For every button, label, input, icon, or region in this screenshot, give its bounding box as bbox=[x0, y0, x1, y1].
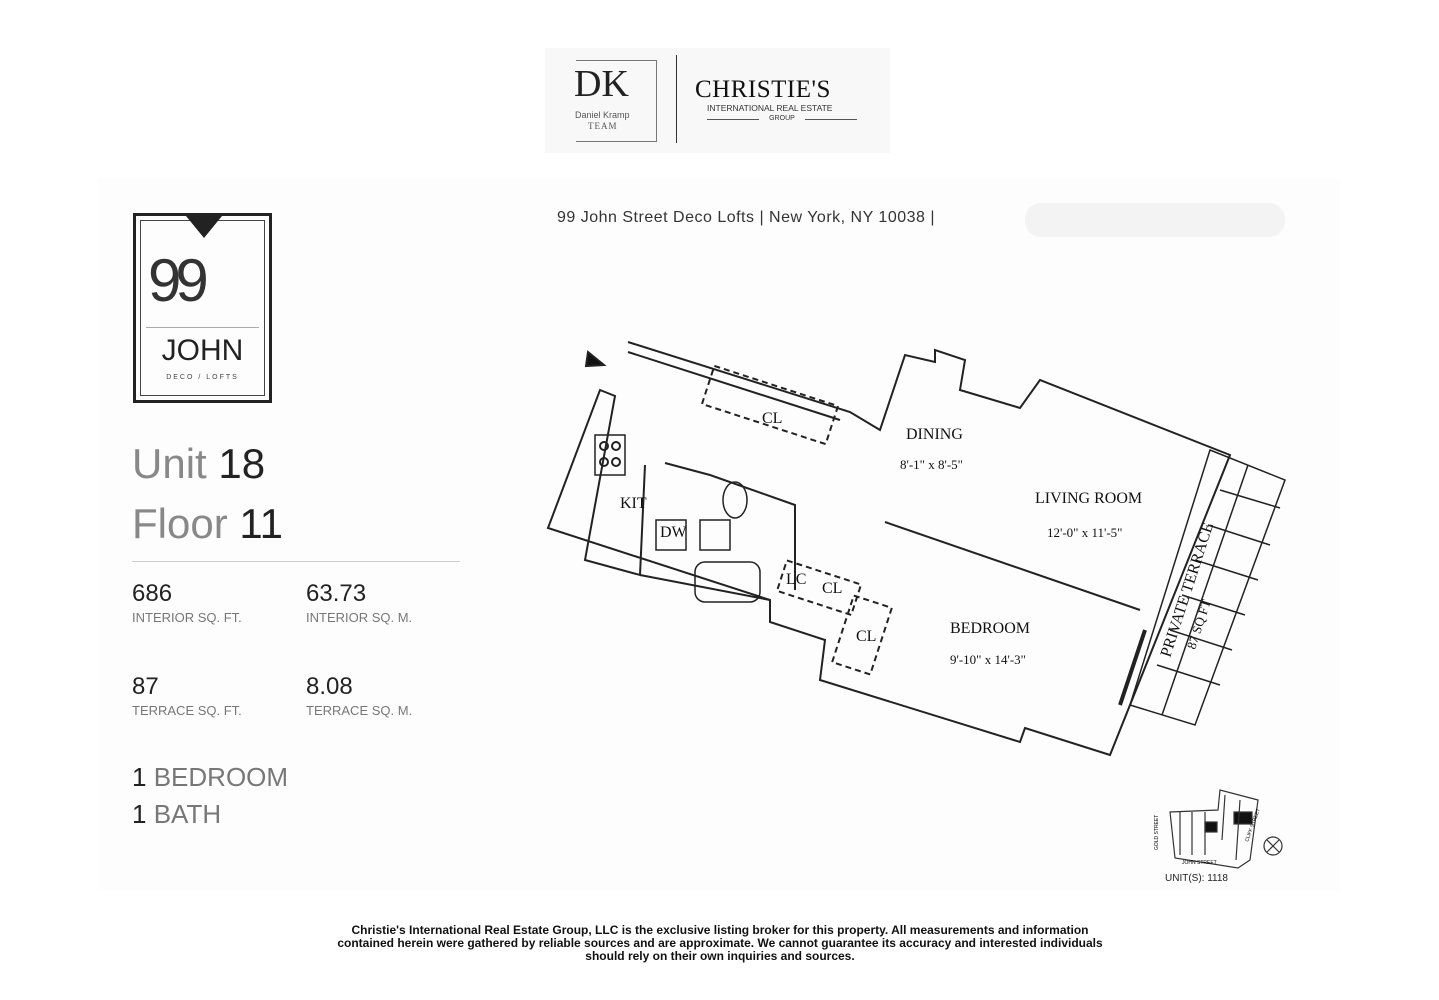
closet-cl-bedroom bbox=[830, 594, 894, 676]
building-logo-name: JOHN bbox=[161, 334, 244, 367]
bath-count: 1 BATH bbox=[132, 799, 222, 829]
terrace-tiles bbox=[1129, 449, 1286, 726]
label-bedroom-dim: 9'-10" x 14'-3" bbox=[950, 652, 1026, 667]
bedroom-count: 1 BEDROOM bbox=[132, 762, 289, 792]
interior-wall-dining bbox=[884, 521, 1141, 611]
label-cl: CL bbox=[762, 410, 782, 427]
header-logos bbox=[545, 48, 890, 153]
logo-divider bbox=[676, 55, 677, 143]
address: 99 John Street Deco Lofts | New York, NY… bbox=[557, 209, 936, 226]
label-dw: DW bbox=[660, 524, 688, 541]
kitchen-wall bbox=[639, 574, 771, 601]
label-kit: KIT bbox=[620, 495, 647, 512]
redacted-area bbox=[1025, 203, 1285, 237]
christies-logo-group: GROUP bbox=[707, 115, 857, 122]
corridor-wall bbox=[627, 351, 841, 421]
building-logo: 99 JOHN DECO / LOFTS bbox=[133, 213, 272, 403]
stove-icon bbox=[594, 434, 626, 476]
dk-logo-frame bbox=[576, 60, 657, 142]
dk-logo: DK bbox=[574, 63, 629, 105]
label-living-room: LIVING ROOM bbox=[1035, 490, 1142, 507]
toilet-icon bbox=[722, 481, 748, 519]
dishwasher-icon bbox=[655, 519, 687, 551]
key-plan bbox=[1169, 789, 1283, 869]
label-dining: DINING bbox=[906, 426, 963, 443]
terrace-door bbox=[1118, 629, 1147, 706]
label-dining-dim: 8'-1" x 8'-5" bbox=[900, 457, 963, 472]
north-arrow-icon bbox=[584, 350, 607, 368]
christies-logo: CHRISTIE'S bbox=[695, 76, 831, 103]
floor-number: Floor 11 bbox=[132, 500, 283, 547]
key-plan-units: UNIT(S): 1118 bbox=[1165, 873, 1228, 884]
floorplan-sheet bbox=[98, 178, 1340, 890]
closet-lc-cl bbox=[775, 559, 863, 617]
label-lc: LC bbox=[786, 571, 806, 588]
compass-icon bbox=[1263, 836, 1283, 856]
building-logo-tagline: DECO / LOFTS bbox=[166, 374, 239, 381]
exterior-wall bbox=[546, 341, 1232, 757]
key-john-street: JOHN STREET bbox=[1182, 860, 1217, 866]
deco-fan-icon bbox=[186, 216, 222, 238]
label-cl-2: CL bbox=[822, 580, 842, 597]
christies-logo-sub: INTERNATIONAL REAL ESTATE bbox=[707, 103, 833, 113]
label-living-dim: 12'-0" x 11'-5" bbox=[1047, 525, 1122, 540]
divider bbox=[132, 561, 460, 562]
bathtub-icon bbox=[694, 561, 761, 603]
dk-logo-name: Daniel Kramp bbox=[575, 110, 630, 120]
key-gold-street: GOLD STREET bbox=[1154, 815, 1160, 850]
dk-logo-team: TEAM bbox=[588, 121, 618, 131]
label-cl-3: CL bbox=[856, 628, 876, 645]
sink-icon bbox=[699, 519, 731, 551]
label-bedroom: BEDROOM bbox=[950, 620, 1030, 637]
disclaimer: Christie's International Real Estate Gro… bbox=[337, 923, 1103, 963]
building-logo-number: 99 bbox=[148, 247, 209, 314]
unit-number: Unit 18 bbox=[132, 440, 266, 487]
closet-cl bbox=[700, 364, 840, 446]
interior-wall-bath bbox=[664, 462, 796, 590]
